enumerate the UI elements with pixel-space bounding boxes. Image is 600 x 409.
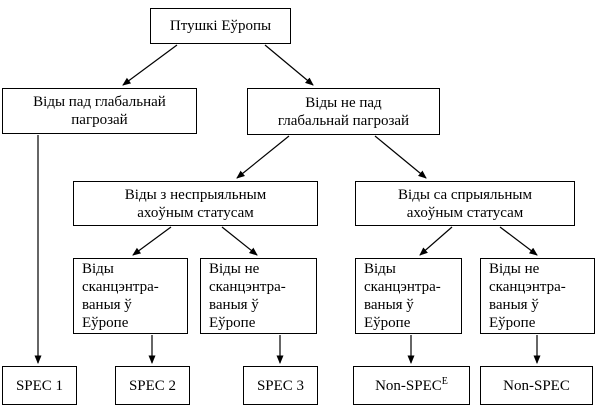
node-no-global-threat-label: Віды не пад глабальнай пагрозай [277, 94, 410, 129]
node-not-concentrated-unfavourable-label: Віды не сканцэнтра- ваныя ў Еўропе [209, 261, 286, 331]
node-non-spec-e-superscript: E [441, 375, 448, 387]
node-no-global-threat: Віды не пад глабальнай пагрозай [247, 88, 440, 135]
connector-unfavourable-to-not-concentrated [221, 226, 258, 256]
node-favourable-status: Віды са спрыяльным ахоўным статусам [355, 181, 575, 226]
node-non-spec: Non-SPEC [480, 366, 593, 405]
node-concentrated-favourable: Віды сканцэнтра- ваныя ў Еўропе [355, 258, 462, 334]
node-non-spec-label: Non-SPEC [503, 377, 570, 394]
node-concentrated-unfavourable-label: Віды сканцэнтра- ваныя ў Еўропе [82, 261, 159, 331]
node-not-concentrated-favourable: Віды не сканцэнтра- ваныя ў Еўропе [480, 258, 595, 334]
node-non-spec-e-label: Non-SPECE [375, 375, 448, 394]
connector-root-to-no-global-threat [264, 44, 314, 86]
connector-unfavourable-to-concentrated [132, 226, 172, 256]
node-spec2: SPEC 2 [115, 366, 190, 405]
node-root-label: Птушкі Еўропы [169, 18, 272, 34]
connector-no-global-threat-to-unfavourable [236, 135, 290, 179]
node-global-threat: Віды пад глабальнай пагрозай [2, 88, 197, 134]
node-non-spec-e: Non-SPECE [353, 366, 470, 405]
connector-root-to-global-threat [122, 44, 178, 86]
node-spec2-label: SPEC 2 [128, 377, 177, 394]
connector-favourable-to-not-concentrated [499, 226, 538, 256]
node-spec3: SPEC 3 [243, 366, 318, 405]
node-spec1: SPEC 1 [2, 366, 77, 405]
node-not-concentrated-unfavourable: Віды не сканцэнтра- ваныя ў Еўропе [200, 258, 317, 334]
node-spec3-label: SPEC 3 [256, 377, 305, 394]
node-global-threat-label: Віды пад глабальнай пагрозай [33, 94, 166, 128]
node-not-concentrated-favourable-label: Віды не сканцэнтра- ваныя ў Еўропе [489, 261, 566, 331]
node-favourable-status-label: Віды са спрыяльным ахоўным статусам [398, 186, 532, 221]
connector-no-global-threat-to-favourable [374, 135, 427, 179]
node-concentrated-favourable-label: Віды сканцэнтра- ваныя ў Еўропе [364, 261, 441, 331]
node-concentrated-unfavourable: Віды сканцэнтра- ваныя ў Еўропе [73, 258, 188, 334]
node-unfavourable-status-label: Віды з неспрыяльным ахоўным статусам [124, 186, 267, 221]
node-spec1-label: SPEC 1 [15, 377, 64, 394]
node-root: Птушкі Еўропы [150, 8, 291, 44]
connector-favourable-to-concentrated [419, 226, 453, 256]
node-unfavourable-status: Віды з неспрыяльным ахоўным статусам [73, 181, 318, 226]
